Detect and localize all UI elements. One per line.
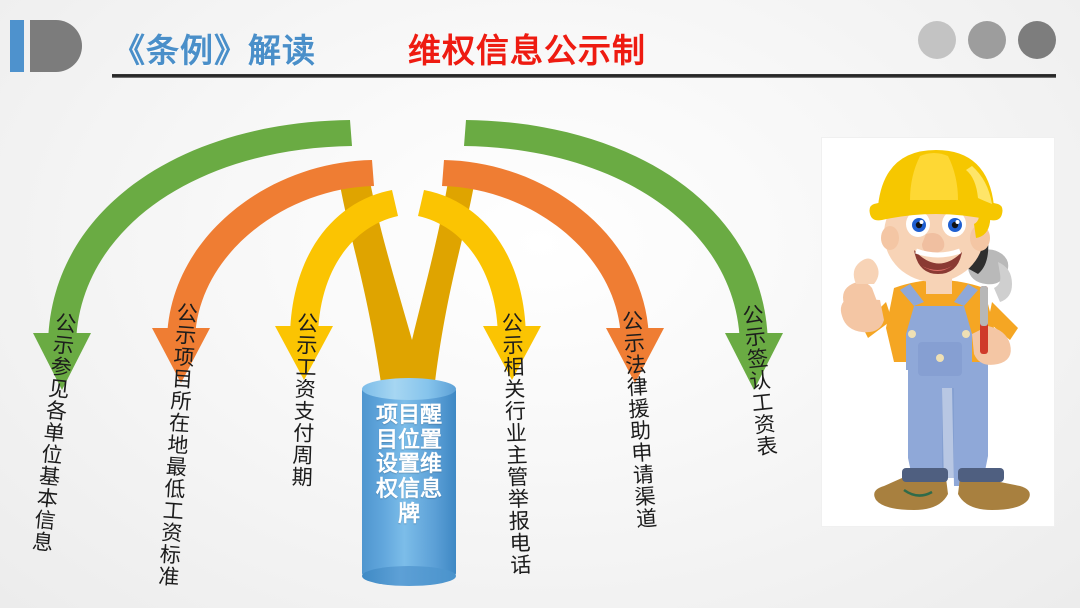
logo-half-round-icon	[30, 20, 82, 72]
dot-medium-icon	[968, 21, 1006, 59]
arrow-yellow-left	[275, 190, 398, 380]
pillar-label: 项目醒目位置设置维权信息牌	[375, 403, 442, 527]
center-pillar: 项目醒目位置设置维权信息牌	[362, 378, 456, 586]
diagram-label-3: 公示工资支付周期	[288, 311, 319, 489]
diagram-area: 项目醒目位置设置维权信息牌 公示参见各单位基本信息 公示项目所在地最低工资标准 …	[0, 90, 1080, 608]
dot-light-icon	[918, 21, 956, 59]
pillar-body	[362, 387, 456, 577]
pillar-bottom-ellipse	[362, 566, 456, 586]
center-stem-shape	[340, 182, 474, 390]
page-title-right: 维权信息公示制	[408, 31, 646, 70]
worker-illustration-card	[822, 138, 1054, 526]
decorative-dots	[918, 21, 1056, 59]
arrow-green-right	[464, 120, 783, 390]
arrow-green-left	[33, 120, 352, 390]
arrow-orange-left	[152, 160, 374, 383]
construction-worker-thumbs-up-icon	[840, 150, 1030, 510]
page-title-left: 《条例》解读	[112, 31, 316, 70]
pillar-top-ellipse	[362, 378, 456, 400]
slide-header: 《条例》解读 维权信息公示制	[0, 0, 1080, 90]
arrow-orange-right	[442, 160, 664, 383]
brand-logo	[10, 20, 82, 72]
arrow-group	[33, 120, 783, 390]
logo-bar-icon	[10, 20, 24, 72]
arrow-yellow-right	[418, 190, 541, 380]
header-divider	[112, 74, 1056, 78]
dot-dark-icon	[1018, 21, 1056, 59]
